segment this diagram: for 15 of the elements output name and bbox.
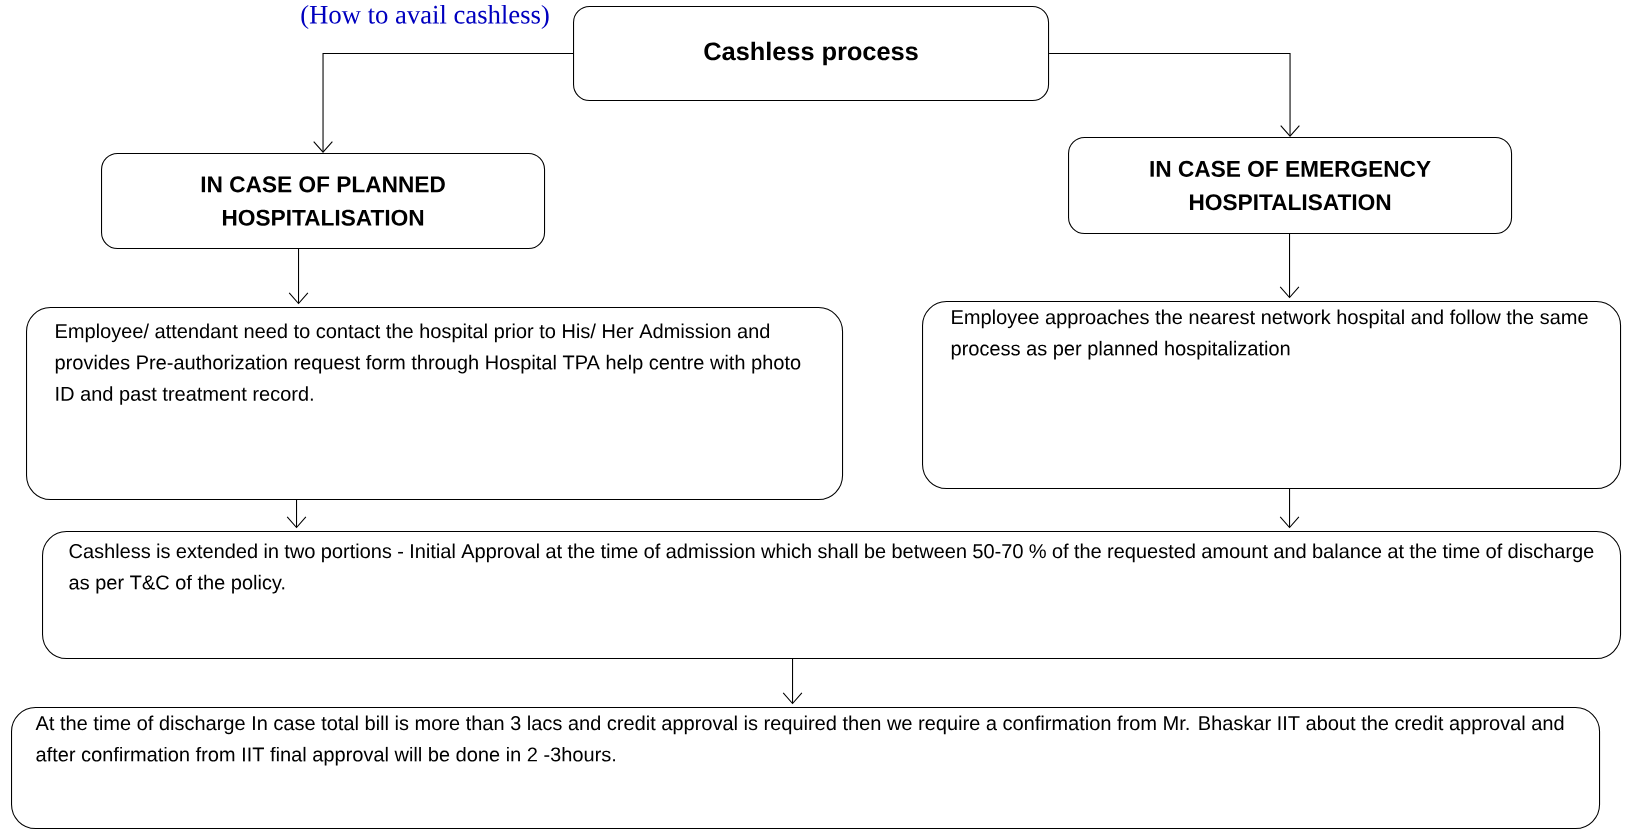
arrow	[286, 499, 307, 529]
process-box: Cashless process	[573, 6, 1050, 102]
heading-box: IN CASE OF EMERGENCY HOSPITALISATION	[1068, 137, 1513, 235]
arrow	[1279, 233, 1300, 299]
arrow	[1279, 488, 1300, 529]
text-box: Employee/ attendant need to contact the hospital prior to His/ Her Admission and provides Pre-authorization request form through Hospital TPA help centre with photo ID and past treatment record.	[26, 307, 844, 501]
arrow	[313, 53, 574, 153]
text-box: Cashless is extended in two portions - Initial Approval at the time of admission which shall be between 50-70 % of the requested amount and balance at the time of discharge as per T&C of the policy.	[42, 531, 1622, 660]
arrow	[288, 248, 309, 305]
text-box: Employee approaches the nearest network hospital and follow the same process as per planned hospitalization	[922, 301, 1622, 490]
heading-box: IN CASE OF PLANNED HOSPITALISATION	[101, 153, 546, 250]
arrow	[782, 658, 803, 705]
arrow	[1048, 53, 1300, 137]
text-box: At the time of discharge In case total bill is more than 3 lacs and credit approval is required then we require a confirmation from Mr. Bhaskar IIT about the credit approval and after confirmation from IIT final approval will be done in 2 -3hours.	[11, 707, 1601, 830]
title: (How to avail cashless)	[301, 4, 549, 30]
